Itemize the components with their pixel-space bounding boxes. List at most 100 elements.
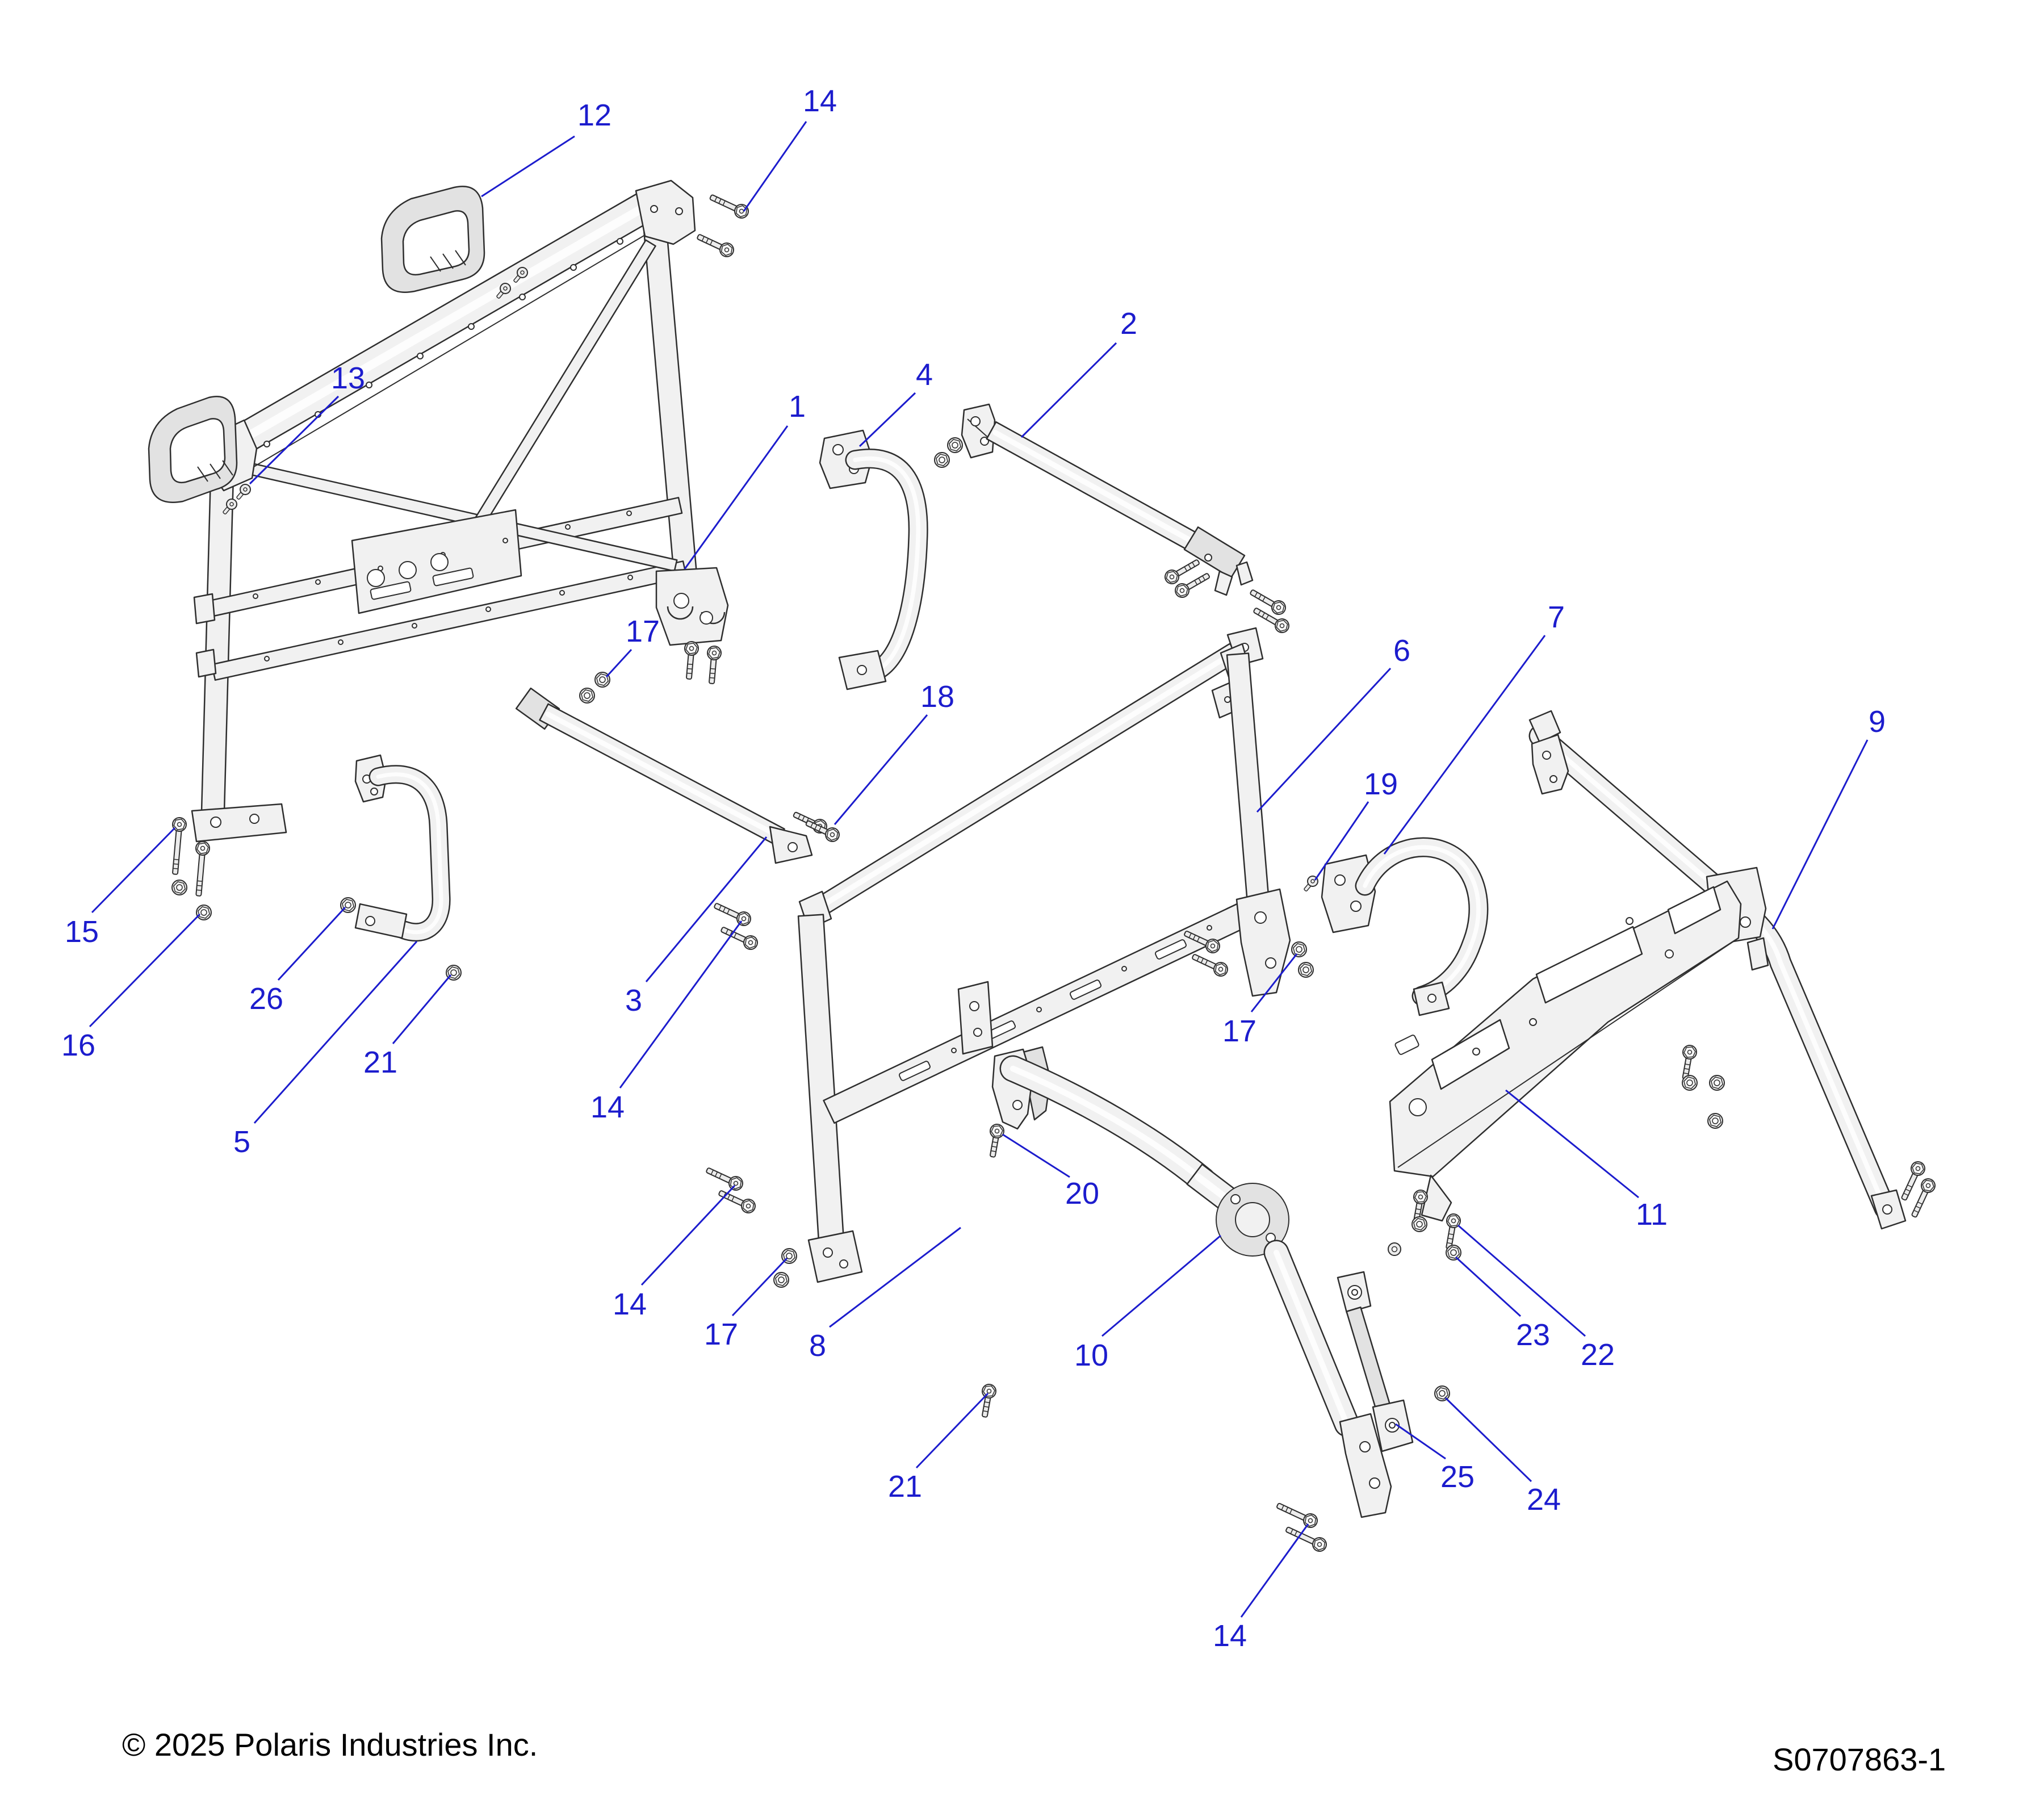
bolt-fastener: [1911, 1178, 1936, 1218]
callout-19[interactable]: 19: [1364, 767, 1398, 801]
leader-22: [1457, 1224, 1586, 1337]
nut-fastener: [196, 905, 212, 920]
leader-23: [1455, 1256, 1522, 1317]
nut-fastener: [1682, 1075, 1698, 1091]
leader-14: [743, 121, 807, 212]
leader-9: [1771, 739, 1869, 930]
leader-21: [392, 974, 452, 1044]
callout-10[interactable]: 10: [1074, 1338, 1108, 1372]
leader-13: [249, 395, 340, 485]
bolt-fastener: [1682, 1045, 1697, 1080]
callout-18[interactable]: 18: [920, 680, 954, 714]
bolt-fastener: [805, 820, 840, 842]
callout-5[interactable]: 5: [233, 1125, 250, 1159]
bolt-fastener: [990, 1124, 1004, 1158]
leader-24: [1444, 1397, 1532, 1483]
callout-12[interactable]: 12: [577, 98, 611, 132]
callout-2[interactable]: 2: [1120, 307, 1137, 341]
nut-fastener: [171, 880, 187, 895]
screw-fastener: [496, 283, 511, 299]
bolt-fastener: [1253, 608, 1289, 633]
nut-fastener: [594, 672, 610, 688]
leader-14: [619, 920, 743, 1088]
bolt-fastener: [1184, 931, 1220, 953]
leader-8: [829, 1226, 961, 1328]
bolt-fastener: [697, 234, 735, 257]
part-grab-handle-mid: [819, 429, 928, 690]
leader-14: [1240, 1523, 1309, 1618]
callout-26[interactable]: 26: [249, 982, 283, 1016]
nut-fastener: [1411, 1216, 1427, 1232]
nut-fastener: [1707, 1113, 1723, 1129]
callout-14[interactable]: 14: [590, 1090, 625, 1124]
leader-15: [91, 827, 176, 914]
part-grab-handle-lower: [148, 396, 238, 503]
callout-22[interactable]: 22: [1581, 1338, 1615, 1372]
callout-8[interactable]: 8: [809, 1329, 826, 1363]
bolt-fastener: [706, 1167, 743, 1191]
callout-11[interactable]: 11: [1636, 1198, 1668, 1232]
leader-25: [1395, 1423, 1446, 1460]
bolt-fastener: [1250, 589, 1286, 615]
leader-17: [731, 1257, 788, 1317]
leader-1: [684, 425, 789, 570]
drawing-number-text: S0707863-1: [1773, 1741, 1946, 1777]
callout-13[interactable]: 13: [331, 361, 365, 395]
callout-9[interactable]: 9: [1869, 705, 1886, 739]
leader-17: [605, 648, 633, 678]
part-cross-tube: [515, 687, 813, 864]
callout-14[interactable]: 14: [613, 1287, 647, 1321]
leader-19: [1314, 801, 1369, 881]
callout-17[interactable]: 17: [626, 614, 660, 648]
bolt-fastener: [709, 194, 749, 219]
nut-fastener: [1434, 1385, 1450, 1401]
part-grab-handle-upper: [380, 185, 485, 293]
callout-14[interactable]: 14: [803, 84, 837, 118]
bolt-fastener: [721, 927, 758, 950]
leader-11: [1505, 1089, 1639, 1199]
callout-7[interactable]: 7: [1548, 600, 1565, 634]
leader-4: [858, 392, 916, 447]
leader-16: [89, 913, 201, 1028]
nut-fastener: [1446, 1245, 1461, 1261]
screw-fastener: [1304, 876, 1318, 891]
part-closeoff-panel: [1389, 880, 1742, 1222]
nut-fastener: [1291, 941, 1307, 957]
bolt-fastener: [1192, 954, 1228, 977]
callout-24[interactable]: 24: [1527, 1483, 1561, 1517]
callout-23[interactable]: 23: [1516, 1318, 1550, 1352]
callout-17[interactable]: 17: [704, 1317, 738, 1351]
callout-4[interactable]: 4: [916, 358, 933, 392]
nut-fastener: [947, 437, 963, 453]
callout-6[interactable]: 6: [1393, 634, 1410, 668]
leader-3: [645, 836, 768, 982]
leader-10: [1101, 1234, 1221, 1337]
bolt-fastener: [1175, 573, 1210, 598]
callout-16[interactable]: 16: [61, 1028, 95, 1062]
part-rear-cab-frame: [191, 179, 729, 843]
bolt-fastener: [1901, 1161, 1925, 1201]
bolt-fastener: [718, 1190, 756, 1213]
callout-15[interactable]: 15: [65, 915, 99, 949]
callout-3[interactable]: 3: [625, 983, 642, 1018]
callout-17[interactable]: 17: [1222, 1014, 1256, 1048]
bolt-fastener: [707, 646, 722, 684]
callout-1[interactable]: 1: [789, 390, 806, 424]
bolt-fastener: [1276, 1502, 1318, 1528]
callout-21[interactable]: 21: [363, 1045, 397, 1079]
part-rollbar-center: [991, 1046, 1392, 1518]
nut-fastener: [1709, 1075, 1725, 1091]
nut-fastener: [579, 688, 595, 704]
callout-14[interactable]: 14: [1213, 1619, 1247, 1653]
callout-25[interactable]: 25: [1440, 1460, 1475, 1494]
leader-21: [915, 1392, 989, 1469]
nut-fastener: [934, 452, 950, 468]
callout-20[interactable]: 20: [1065, 1177, 1099, 1211]
leader-lines: [89, 121, 1869, 1618]
leader-14: [640, 1184, 736, 1286]
callout-21[interactable]: 21: [888, 1469, 922, 1504]
